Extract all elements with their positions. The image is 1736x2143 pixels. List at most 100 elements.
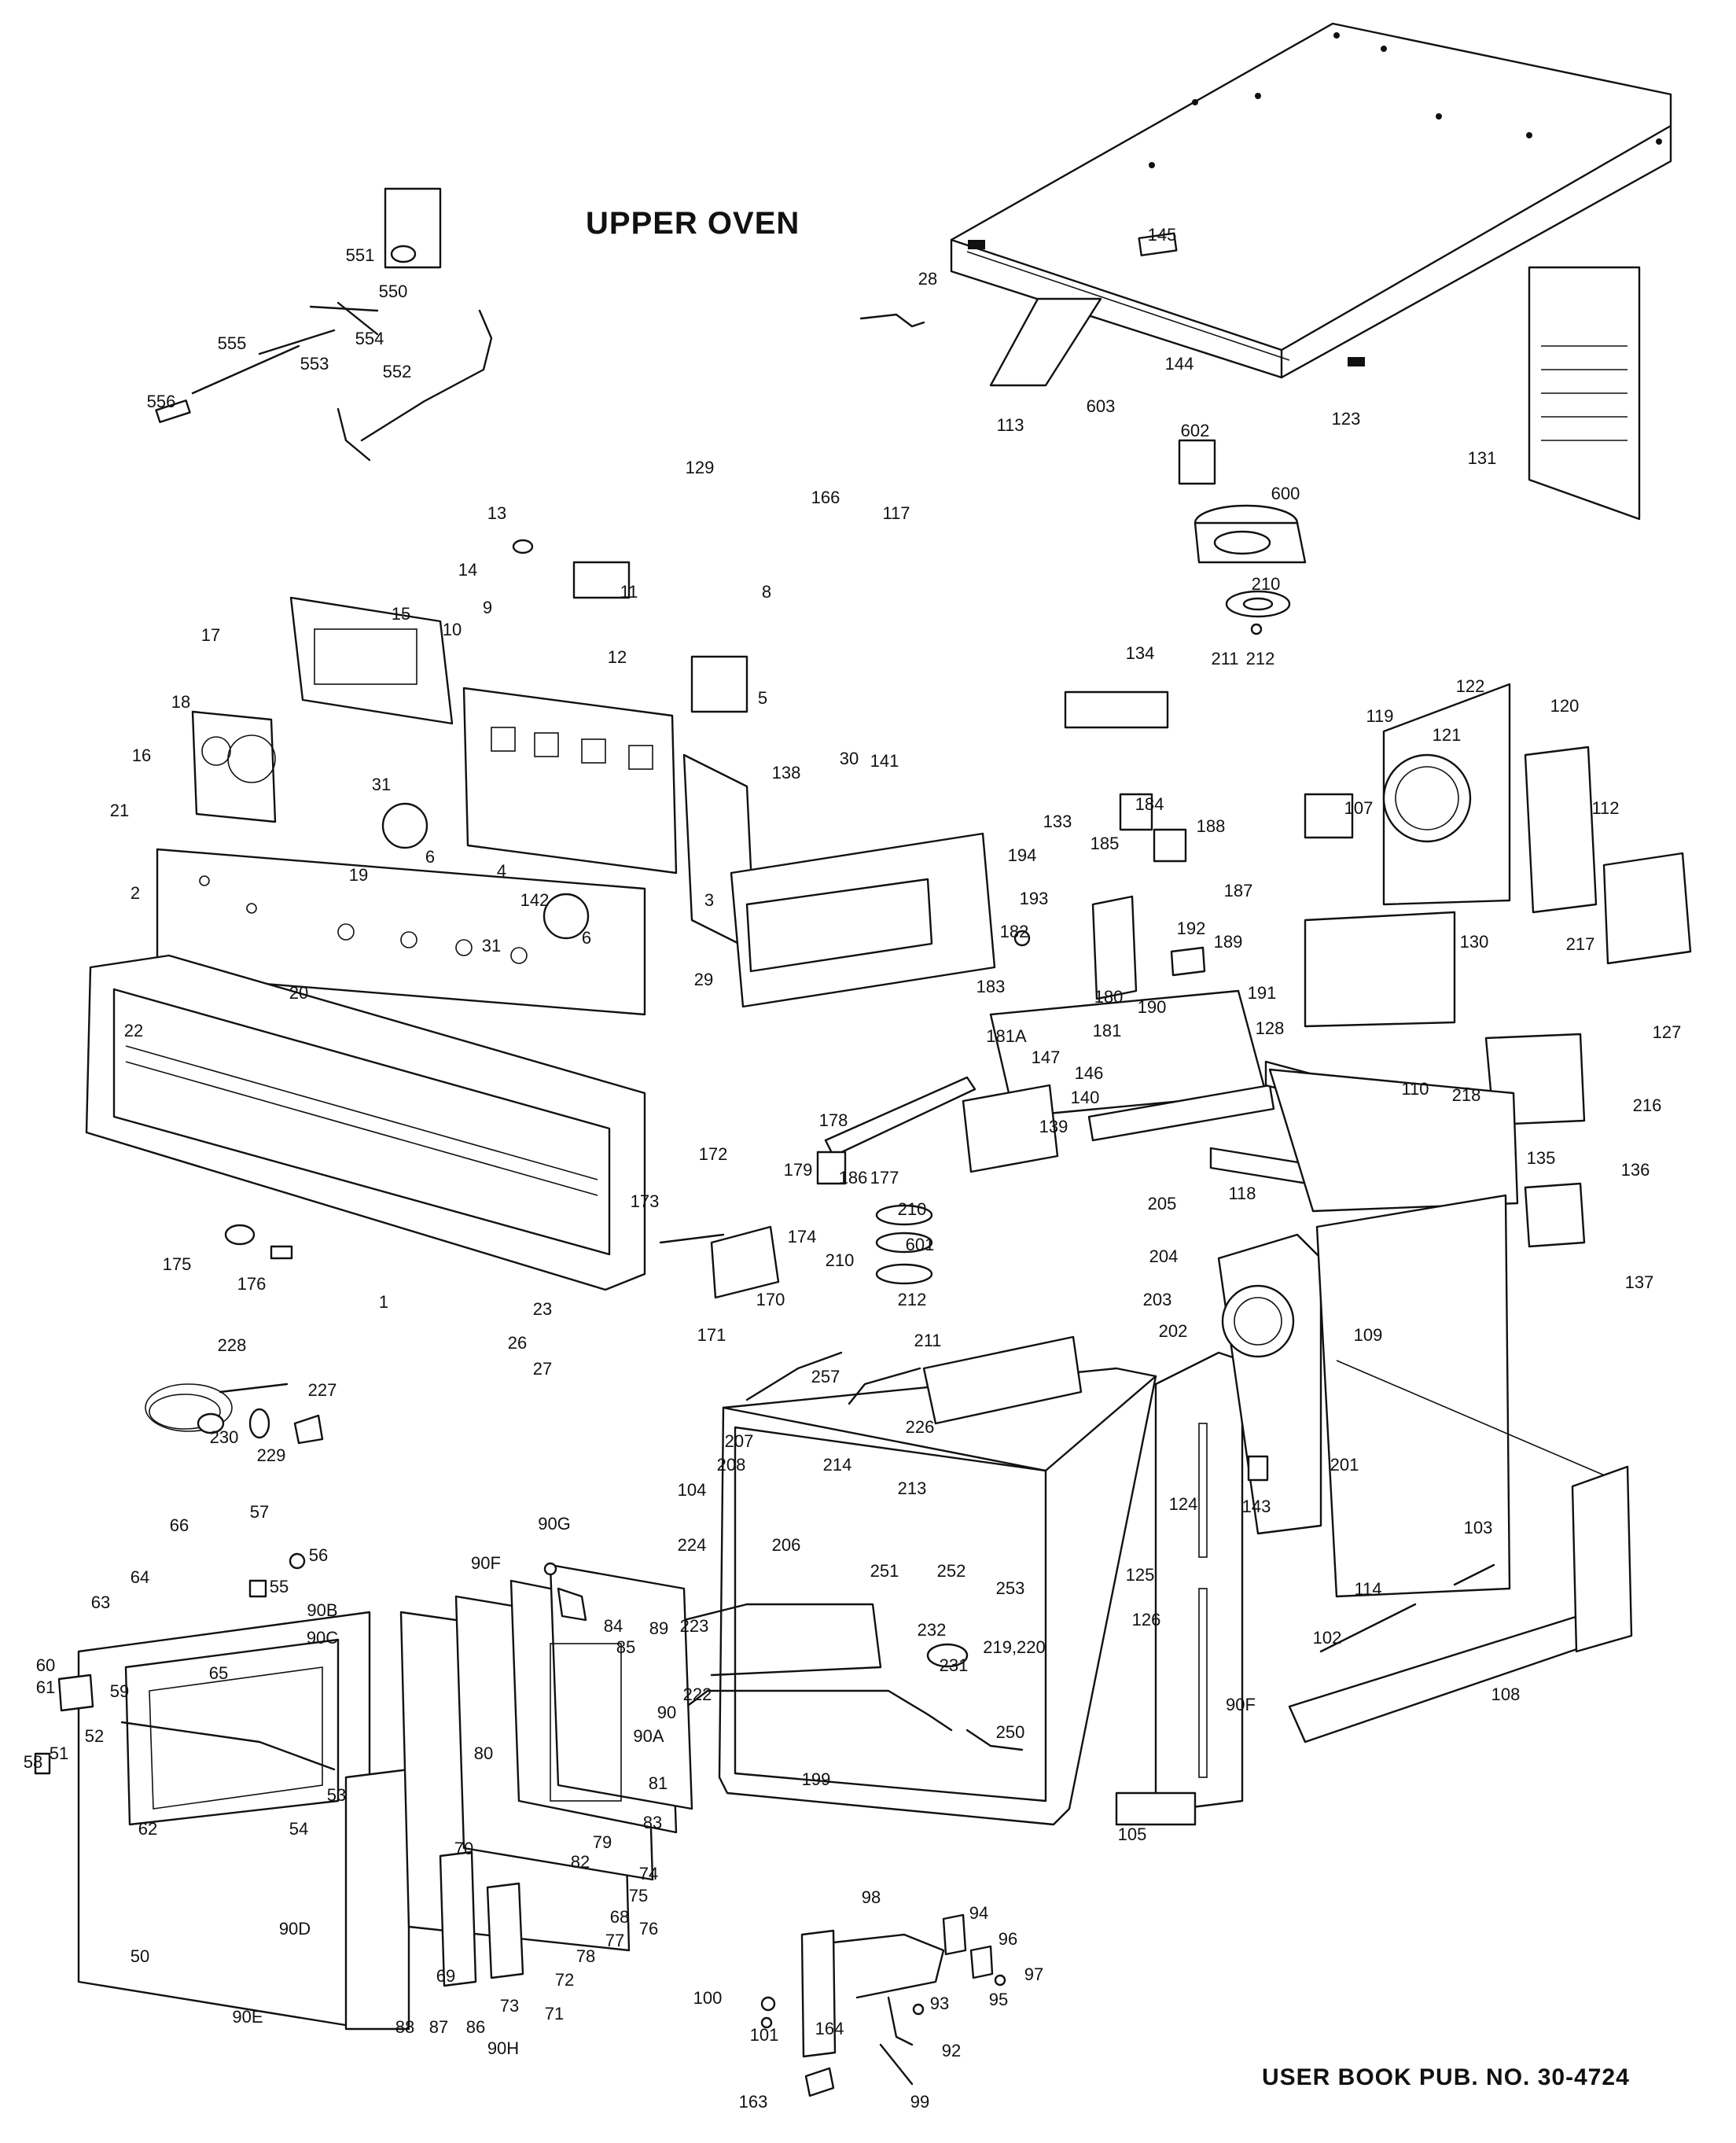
part-callout: 17 [201, 625, 220, 645]
part-callout: 65 [209, 1663, 228, 1683]
part-callout: 177 [870, 1168, 899, 1187]
part-callout: 105 [1118, 1824, 1147, 1844]
part-callout: 77 [605, 1931, 624, 1950]
part-callout: 16 [132, 746, 151, 765]
part-callout: 8 [762, 582, 771, 602]
part-callout: 92 [942, 2041, 961, 2060]
part-callout: 216 [1633, 1095, 1662, 1115]
part-callout: 114 [1354, 1579, 1381, 1599]
part-callout: 199 [802, 1769, 831, 1789]
part-callout: 603 [1087, 396, 1116, 416]
oven-top-cover [859, 22, 1672, 521]
part-callout: 60 [36, 1655, 55, 1675]
part-callout: 186 [839, 1168, 868, 1187]
part-callout: 113 [996, 415, 1024, 435]
part-callout: 98 [862, 1887, 881, 1907]
part-callout: 143 [1242, 1497, 1271, 1516]
part-callout: 173 [631, 1191, 660, 1211]
part-callout: 140 [1071, 1088, 1100, 1107]
part-callout: 190 [1138, 997, 1167, 1017]
part-callout: 166 [811, 488, 840, 507]
part-callout: 185 [1091, 834, 1120, 853]
part-callout: 86 [466, 2017, 485, 2037]
part-callout: 83 [643, 1813, 662, 1832]
part-callout: 222 [683, 1685, 712, 1704]
part-callout: 181 [1093, 1021, 1122, 1040]
part-callout: 210 [826, 1250, 855, 1270]
part-callout: 54 [289, 1819, 308, 1839]
part-callout: 230 [210, 1427, 239, 1447]
part-callout: 192 [1177, 919, 1206, 938]
part-callout: 552 [383, 362, 412, 381]
part-callout: 119 [1366, 706, 1393, 726]
part-callout: 2 [131, 883, 140, 903]
part-callout: 251 [870, 1561, 899, 1581]
part-callout: 218 [1452, 1085, 1481, 1105]
part-callout: 205 [1148, 1194, 1177, 1213]
part-callout: 23 [533, 1299, 552, 1319]
part-callout: 131 [1468, 448, 1497, 468]
part-callout: 551 [346, 245, 375, 265]
part-callout: 257 [811, 1367, 840, 1386]
part-callout: 90 [657, 1703, 676, 1722]
part-callout: 74 [639, 1864, 658, 1883]
part-callout: 31 [372, 775, 391, 794]
part-callout: 62 [138, 1819, 157, 1839]
right-side-frame [1115, 1233, 1322, 1826]
part-callout: 90D [279, 1919, 311, 1939]
part-callout: 226 [906, 1417, 935, 1437]
part-callout: 129 [686, 458, 715, 477]
front-trim-frame [85, 954, 646, 1291]
part-callout: 12 [608, 647, 627, 667]
part-callout: 3 [704, 890, 714, 910]
part-callout: 600 [1271, 484, 1300, 503]
part-callout: 184 [1135, 794, 1164, 814]
blower-assembly [1178, 439, 1307, 635]
part-callout: 56 [309, 1545, 328, 1565]
diagram-title: UPPER OVEN [586, 206, 800, 241]
part-callout: 80 [474, 1743, 493, 1763]
part-callout: 181A [986, 1026, 1027, 1046]
part-callout: 202 [1159, 1321, 1188, 1341]
oven-liner [675, 1335, 1157, 1826]
part-callout: 82 [571, 1852, 590, 1872]
part-callout: 28 [918, 269, 937, 289]
part-callout: 231 [940, 1655, 969, 1675]
part-callout: 120 [1550, 696, 1580, 716]
part-callout: 20 [289, 983, 308, 1003]
part-callout: 212 [1246, 649, 1275, 668]
part-callout: 211 [1211, 649, 1238, 668]
part-callout: 550 [379, 282, 408, 301]
part-callout: 170 [756, 1290, 785, 1309]
part-callout: 61 [36, 1677, 55, 1697]
door-lock-mechanism [760, 1913, 1006, 2097]
part-callout: 204 [1149, 1246, 1179, 1266]
part-callout: 182 [1000, 922, 1029, 941]
part-callout: 141 [870, 751, 899, 771]
part-callout: 250 [996, 1722, 1025, 1742]
part-callout: 128 [1256, 1018, 1285, 1038]
part-callout: 191 [1248, 983, 1277, 1003]
part-callout: 212 [898, 1290, 927, 1309]
part-callout: 164 [815, 2019, 844, 2038]
part-callout: 108 [1491, 1685, 1521, 1704]
part-callout: 201 [1330, 1455, 1359, 1475]
part-callout: 22 [124, 1021, 143, 1040]
part-callout: 59 [110, 1681, 129, 1701]
part-callout: 602 [1181, 421, 1210, 440]
part-callout: 66 [170, 1515, 189, 1535]
part-callout: 206 [772, 1535, 801, 1555]
part-callout: 90H [487, 2038, 519, 2058]
part-callout: 124 [1169, 1494, 1198, 1514]
part-callout: 176 [237, 1274, 267, 1294]
part-callout: 174 [788, 1227, 817, 1246]
part-callout: 90F [471, 1553, 501, 1573]
part-callout: 79 [593, 1832, 612, 1852]
part-callout: 10 [443, 620, 462, 639]
part-callout: 194 [1008, 845, 1037, 865]
part-callout: 58 [24, 1752, 42, 1772]
part-callout: 127 [1653, 1022, 1682, 1042]
part-callout: 1 [379, 1292, 388, 1312]
part-callout: 102 [1313, 1628, 1342, 1648]
